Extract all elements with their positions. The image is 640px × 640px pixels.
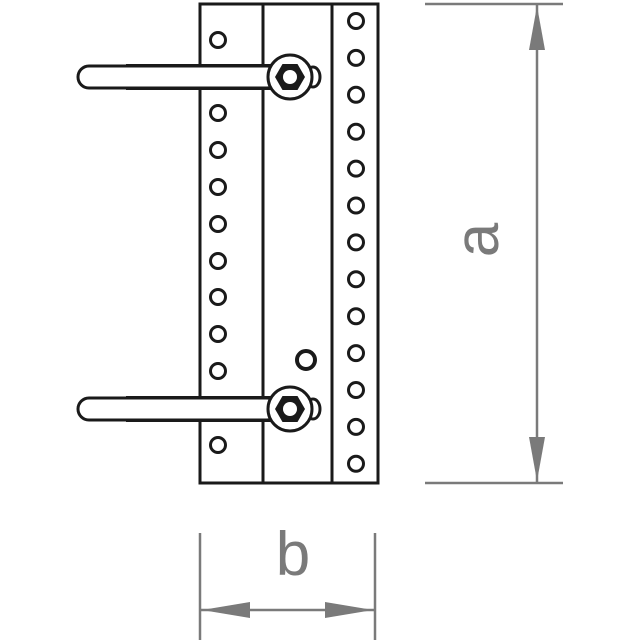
dimension-a-label: a	[443, 222, 512, 257]
hook-bolt	[76, 53, 322, 101]
hole	[347, 344, 365, 363]
hole	[347, 85, 365, 104]
hole	[347, 270, 365, 289]
dimension-b	[198, 533, 377, 640]
hole	[209, 436, 227, 454]
hole	[209, 325, 227, 343]
hole	[347, 233, 365, 252]
dimension-b-label: b	[276, 520, 310, 589]
hole	[347, 48, 365, 67]
hole	[209, 215, 227, 233]
hole	[209, 141, 227, 159]
hole	[347, 12, 365, 30]
mounting-holes	[209, 12, 365, 473]
hole	[209, 252, 227, 270]
hole	[209, 104, 227, 122]
hole	[209, 178, 227, 196]
hole	[209, 31, 227, 49]
hole	[347, 196, 365, 215]
hole	[209, 288, 227, 306]
hole	[347, 122, 365, 141]
hole	[347, 307, 365, 326]
hole	[347, 159, 365, 178]
hole	[347, 454, 365, 473]
hole	[347, 381, 365, 399]
hole	[347, 417, 365, 436]
hook-bolt	[76, 385, 322, 433]
dimension-a	[425, 2, 563, 485]
hole	[209, 362, 227, 380]
hole	[295, 349, 317, 371]
